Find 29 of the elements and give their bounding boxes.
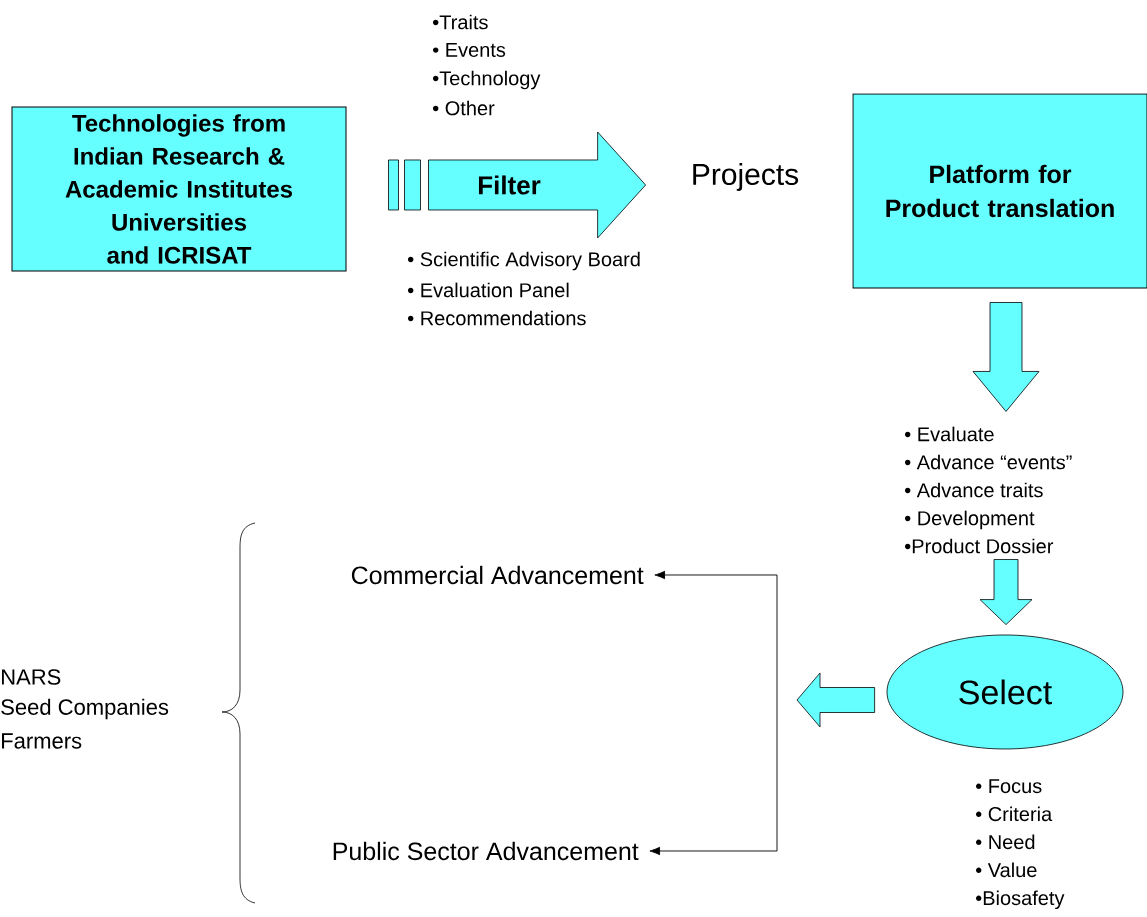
bullet-item: • Events (433, 43, 506, 57)
process-box: Technologies from Indian Research & Academic Institutes Universities and ICRISAT (11, 106, 347, 272)
bullet-list: • Evaluate • Advance “events” • Advance traits • Development •Product Dossier (905, 426, 1072, 554)
node-label: • Criteria (975, 806, 1053, 822)
bullet-item: •Technology (433, 70, 541, 90)
block-arrow (388, 131, 646, 239)
outcome-text: Commercial Advancement (351, 565, 644, 585)
block-arrow (972, 302, 1040, 412)
group-label: NARS (2, 669, 61, 685)
block-arrow (796, 672, 875, 728)
bullet-list: • Focus • Criteria • Need • Value •Biosafety (976, 779, 1065, 910)
group-label: Farmers (2, 733, 82, 749)
node-label: •Biosafety (975, 890, 1065, 910)
bullet-item: • Scientific Advisory Board (408, 251, 640, 271)
node-label: • Focus (975, 779, 1042, 794)
bullet-item: • Recommendations (408, 310, 586, 326)
bullet-item: • Evaluation Panel (408, 282, 569, 298)
process-box: Platform for Product translation (852, 93, 1147, 289)
connector-arrow (649, 712, 778, 856)
block-arrow (979, 559, 1033, 625)
group-label: Seed Companies (1, 698, 169, 720)
bullet-item: •Traits (433, 14, 488, 30)
step-text: Projects (693, 163, 799, 191)
edge-label: Filter (476, 174, 542, 196)
node-label: • Value (975, 862, 1037, 878)
bullet-item: • Other (433, 100, 495, 116)
connector-arrow (654, 570, 778, 714)
node-label: • Need (975, 834, 1035, 850)
outcome-text: Public Sector Advancement (333, 841, 639, 861)
